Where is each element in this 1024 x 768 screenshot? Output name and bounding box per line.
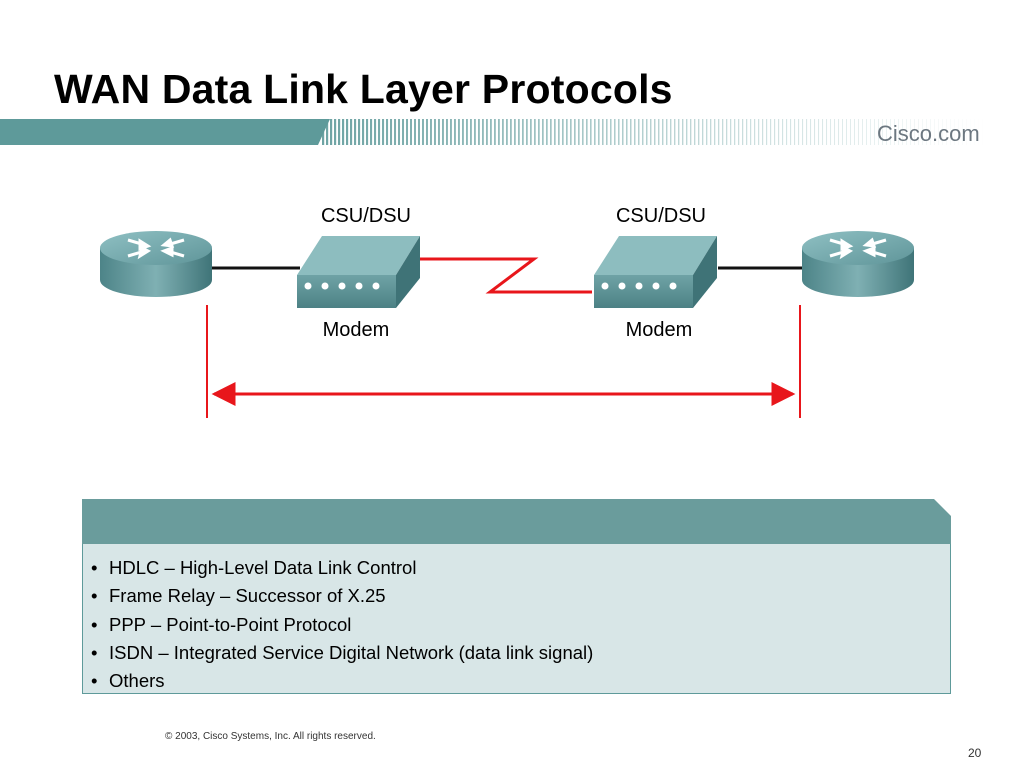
protocol-item-text: Others <box>109 670 165 692</box>
protocol-item-text: HDLC – High-Level Data Link Control <box>109 557 417 578</box>
modem-left-icon <box>297 236 420 308</box>
copyright-footer: © 2003, Cisco Systems, Inc. All rights r… <box>165 731 376 742</box>
protocol-item-text: Frame Relay – Successor of X.25 <box>109 585 386 607</box>
router-left-icon <box>100 231 212 297</box>
wan-link <box>420 257 592 294</box>
page-number: 20 <box>968 746 982 760</box>
cisco-logo: Cisco.com <box>877 121 980 146</box>
network-diagram <box>100 231 914 418</box>
protocol-item-isdn: •ISDN – Integrated Service Digital Netwo… <box>91 641 594 663</box>
protocol-list: •HDLC – High-Level Data Link Control •Fr… <box>83 544 950 695</box>
protocol-item-text: ISDN – Integrated Service Digital Networ… <box>109 641 594 663</box>
slide-title: WAN Data Link Layer Protocols <box>54 66 673 112</box>
title-banner <box>0 119 955 145</box>
csu-dsu-label-left: CSU/DSU <box>320 205 411 227</box>
modem-label-left: Modem <box>322 319 390 341</box>
protocol-item-hdlc: •HDLC – High-Level Data Link Control <box>91 557 417 578</box>
modem-right-icon <box>594 236 717 308</box>
protocol-item-text: PPP – Point-to-Point Protocol <box>109 613 352 635</box>
protocol-item-others: •Others <box>91 670 165 692</box>
protocol-panel: •HDLC – High-Level Data Link Control •Fr… <box>82 544 951 694</box>
protocol-item-ppp: •PPP – Point-to-Point Protocol <box>91 613 352 635</box>
modem-label-right: Modem <box>625 319 693 341</box>
protocol-item-frame-relay: •Frame Relay – Successor of X.25 <box>91 585 386 607</box>
csu-dsu-label-right: CSU/DSU <box>615 205 706 227</box>
protocol-panel-header <box>82 499 951 544</box>
router-right-icon <box>802 231 914 297</box>
